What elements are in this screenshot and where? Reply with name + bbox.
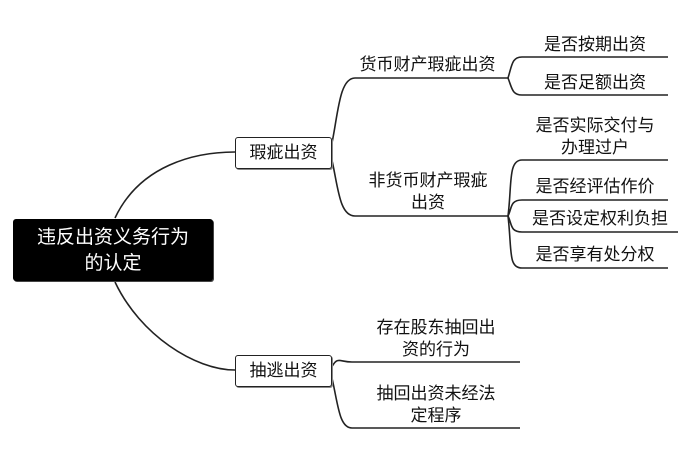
leaf-noncurrency-4-label: 是否享有处分权 bbox=[535, 245, 655, 265]
leaf-noncurrency-1-line1: 是否实际交付与 bbox=[535, 116, 655, 136]
root-label-line1: 违反出资义务行为 bbox=[36, 226, 189, 248]
leaf-withdrawal-1: 存在股东抽回出 资的行为 bbox=[352, 317, 520, 361]
leaf-noncurrency-1: 是否实际交付与 办理过户 bbox=[522, 115, 668, 159]
leaf-noncurrency-3: 是否设定权利负担 bbox=[520, 208, 680, 230]
leaf-currency-2-label: 是否足额出资 bbox=[544, 73, 646, 93]
subbranch-non-currency: 非货币财产瑕疵 出资 bbox=[348, 170, 508, 214]
leaf-currency-2: 是否足额出资 bbox=[522, 72, 668, 94]
leaf-withdrawal-2: 抽回出资未经法 定程序 bbox=[352, 383, 520, 427]
connector-withdrawal-leaf1 bbox=[329, 359, 520, 371]
branch-flawed-contribution: 瑕疵出资 bbox=[235, 137, 332, 169]
leaf-noncurrency-3-label: 是否设定权利负担 bbox=[532, 209, 668, 229]
subbranch-currency: 货币财产瑕疵出资 bbox=[345, 54, 510, 76]
connector-noncurrency-leaf1 bbox=[507, 159, 668, 217]
leaf-withdrawal-2-line1: 抽回出资未经法 bbox=[376, 384, 496, 404]
connector-noncurrency-leaf2 bbox=[507, 199, 668, 217]
root-label-line2: 的认定 bbox=[84, 252, 142, 274]
leaf-noncurrency-4: 是否享有处分权 bbox=[522, 244, 668, 266]
connector-currency-leaf1 bbox=[507, 56, 668, 79]
leaf-withdrawal-1-line2: 资的行为 bbox=[402, 340, 470, 360]
subbranch-noncurrency-line1: 非货币财产瑕疵 bbox=[368, 171, 488, 191]
connector-root-withdrawal bbox=[114, 281, 236, 371]
connector-flawed-noncurrency bbox=[329, 151, 508, 217]
root-node: 违反出资义务行为 的认定 bbox=[13, 219, 213, 281]
branch-withdrawal-label: 抽逃出资 bbox=[249, 361, 318, 381]
leaf-currency-1-label: 是否按期出资 bbox=[544, 35, 646, 55]
leaf-currency-1: 是否按期出资 bbox=[522, 34, 668, 56]
leaf-noncurrency-2-label: 是否经评估作价 bbox=[535, 177, 655, 197]
leaf-noncurrency-2: 是否经评估作价 bbox=[522, 176, 668, 198]
branch-capital-withdrawal: 抽逃出资 bbox=[235, 355, 332, 387]
connector-flawed-currency bbox=[329, 77, 508, 153]
subbranch-currency-label: 货币财产瑕疵出资 bbox=[359, 55, 496, 75]
subbranch-noncurrency-line2: 出资 bbox=[411, 193, 445, 213]
connector-withdrawal-leaf2 bbox=[329, 369, 520, 429]
leaf-withdrawal-2-line2: 定程序 bbox=[410, 406, 462, 426]
leaf-withdrawal-1-line1: 存在股东抽回出 bbox=[376, 318, 496, 338]
connector-root-flawed bbox=[114, 151, 236, 219]
branch-flawed-label: 瑕疵出资 bbox=[249, 143, 318, 163]
connector-noncurrency-leaf4 bbox=[507, 215, 668, 269]
connector-currency-leaf2 bbox=[507, 77, 668, 96]
leaf-noncurrency-1-line2: 办理过户 bbox=[561, 138, 629, 158]
